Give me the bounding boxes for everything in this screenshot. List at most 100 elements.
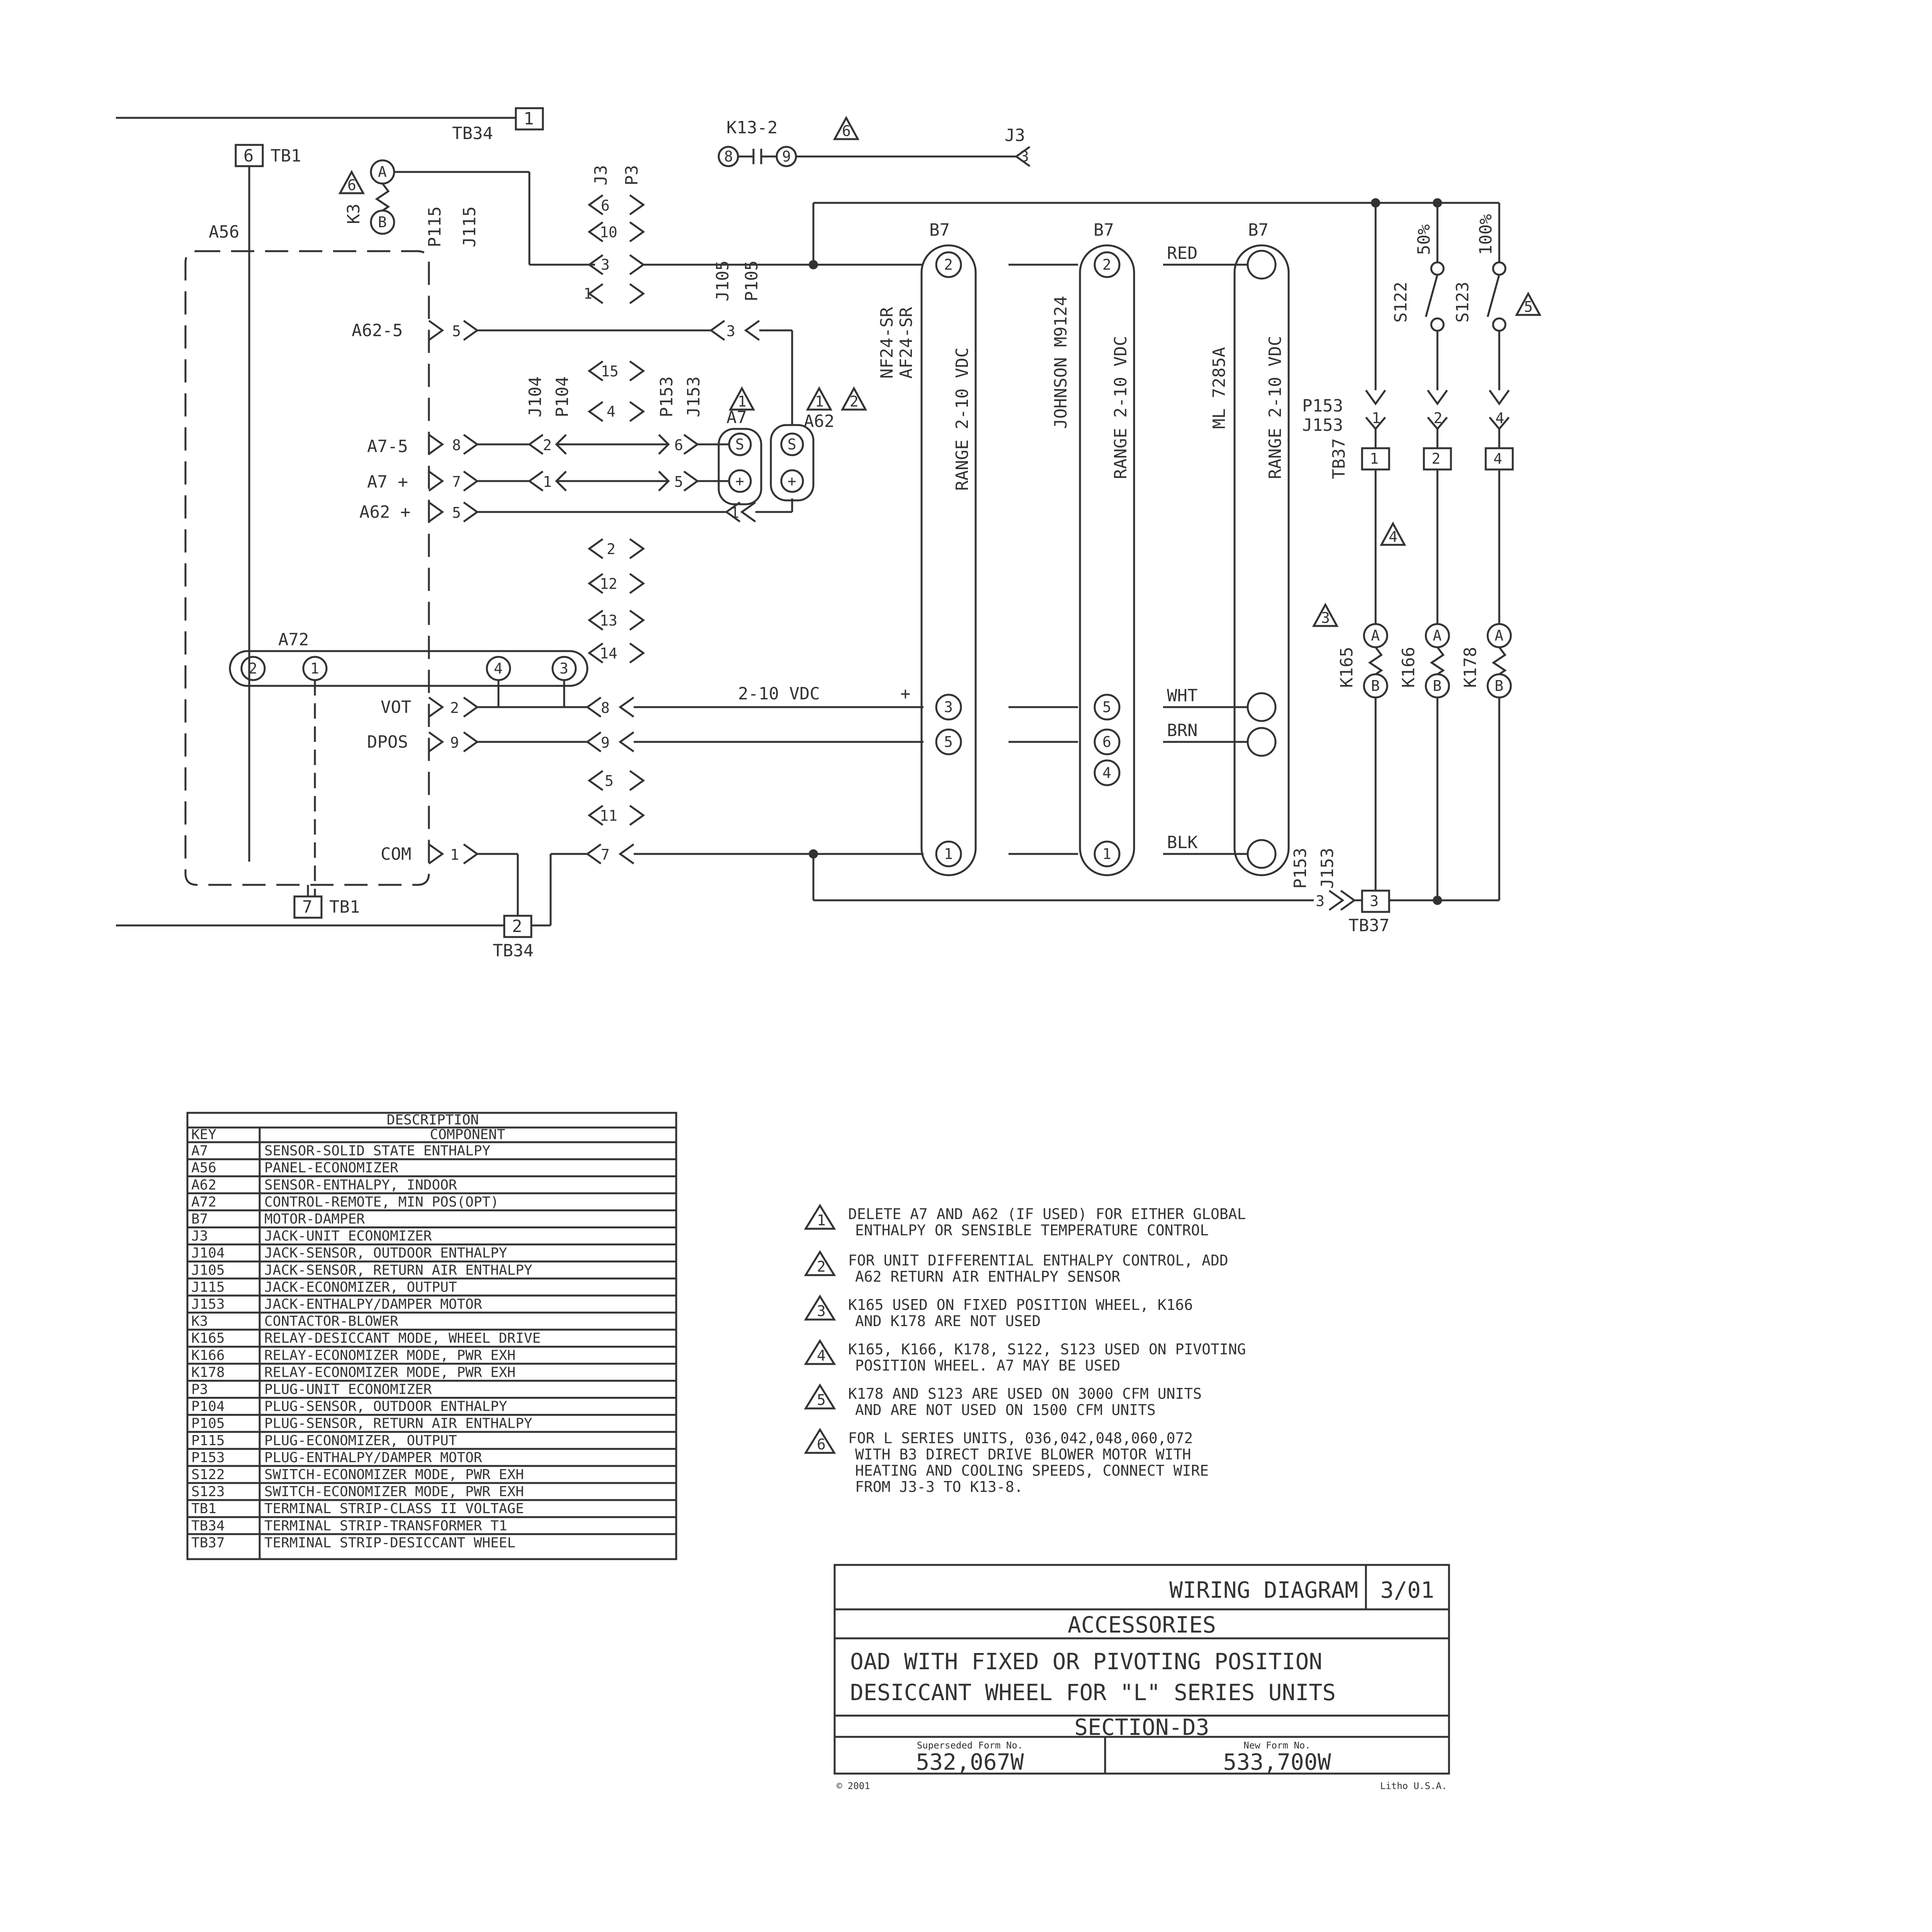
table-cell-key: P3 xyxy=(191,1382,208,1398)
svg-text:50%: 50% xyxy=(1414,224,1434,255)
table-cell-key: J104 xyxy=(191,1245,225,1261)
svg-text:3: 3 xyxy=(601,256,610,273)
svg-text:B: B xyxy=(378,214,387,231)
svg-text:3: 3 xyxy=(1321,609,1330,626)
note-number: 3 xyxy=(817,1303,826,1320)
table-cell-key: P115 xyxy=(191,1433,225,1449)
table-cell-key: K3 xyxy=(191,1313,208,1329)
svg-text:5: 5 xyxy=(452,504,461,521)
main-bus xyxy=(641,198,1500,269)
table-cell-component: RELAY-DESICCANT MODE, WHEEL DRIVE xyxy=(264,1330,541,1346)
b7-motor-johnson: B7 2 5 6 4 1 JOHNSON M9124 RANGE 2-10 VD… xyxy=(1009,220,1135,876)
svg-text:1: 1 xyxy=(944,845,953,862)
svg-text:2: 2 xyxy=(1434,410,1442,427)
table-cell-component: PANEL-ECONOMIZER xyxy=(264,1160,398,1176)
note-text: DELETE A7 AND A62 (IF USED) FOR EITHER G… xyxy=(848,1206,1246,1223)
svg-text:100%: 100% xyxy=(1476,214,1496,255)
svg-text:4: 4 xyxy=(1389,528,1398,545)
superseded-label: Superseded Form No. xyxy=(917,1740,1023,1751)
table-cell-key: K166 xyxy=(191,1347,225,1363)
table-cell-key: J115 xyxy=(191,1279,225,1295)
svg-text:2: 2 xyxy=(248,660,257,677)
svg-text:6: 6 xyxy=(842,122,851,139)
svg-text:2: 2 xyxy=(850,393,859,410)
svg-text:6: 6 xyxy=(243,146,254,166)
svg-text:8: 8 xyxy=(724,148,733,165)
svg-text:TB37: TB37 xyxy=(1349,916,1389,935)
svg-text:4: 4 xyxy=(1102,764,1111,781)
svg-text:11: 11 xyxy=(600,807,617,824)
table-cell-key: J3 xyxy=(191,1228,208,1244)
table-cell-component: JACK-ECONOMIZER, OUTPUT xyxy=(264,1279,457,1295)
svg-text:P153: P153 xyxy=(1302,396,1343,416)
svg-text:A: A xyxy=(1433,627,1442,644)
note-triangle-icon xyxy=(804,1250,836,1276)
svg-text:1: 1 xyxy=(815,393,824,410)
note-text: HEATING AND COOLING SPEEDS, CONNECT WIRE xyxy=(855,1462,1209,1479)
note-number: 5 xyxy=(817,1391,826,1408)
table-cell-key: K165 xyxy=(191,1330,225,1346)
svg-text:2: 2 xyxy=(512,917,522,936)
title-block-date: 3/01 xyxy=(1380,1577,1434,1603)
svg-text:J153: J153 xyxy=(1318,848,1337,889)
svg-text:RANGE 2-10 VDC: RANGE 2-10 VDC xyxy=(1111,336,1131,479)
svg-text:3: 3 xyxy=(726,323,735,340)
svg-text:S122: S122 xyxy=(1391,282,1411,323)
svg-text:K166: K166 xyxy=(1399,647,1418,688)
note-triangle-icon xyxy=(804,1428,836,1454)
svg-text:BLK: BLK xyxy=(1167,833,1198,852)
svg-text:4: 4 xyxy=(1493,450,1502,467)
svg-text:1: 1 xyxy=(583,285,592,302)
j105-p105-connector: J105 P105 A62-5 5 3 xyxy=(352,260,793,425)
note-text: K165, K166, K178, S122, S123 USED ON PIV… xyxy=(848,1341,1246,1358)
table-cell-component: PLUG-ECONOMIZER, OUTPUT xyxy=(264,1433,457,1449)
svg-text:5: 5 xyxy=(1102,699,1111,716)
svg-text:3: 3 xyxy=(560,660,568,677)
note-text: A62 RETURN AIR ENTHALPY SENSOR xyxy=(855,1268,1120,1285)
svg-text:P105: P105 xyxy=(742,260,762,301)
svg-text:3: 3 xyxy=(1316,893,1325,910)
table-cell-component: SWITCH-ECONOMIZER MODE, PWR EXH xyxy=(264,1467,524,1483)
svg-text:K165: K165 xyxy=(1337,647,1357,688)
svg-text:5: 5 xyxy=(452,323,461,340)
a56-panel: A56 P115 J115 xyxy=(184,206,480,886)
title-block-category: ACCESSORIES xyxy=(1068,1612,1216,1638)
svg-text:ML 7285A: ML 7285A xyxy=(1209,347,1229,429)
svg-text:P104: P104 xyxy=(553,376,572,417)
note-text: WITH B3 DIRECT DRIVE BLOWER MOTOR WITH xyxy=(855,1446,1191,1463)
table-cell-component: PLUG-ENTHALPY/DAMPER MOTOR xyxy=(264,1450,482,1466)
svg-text:1: 1 xyxy=(450,846,459,863)
note-text: FROM J3-3 TO K13-8. xyxy=(855,1478,1023,1495)
svg-text:8: 8 xyxy=(601,699,610,716)
svg-text:B: B xyxy=(1433,677,1442,694)
table-cell-key: A62 xyxy=(191,1177,216,1193)
svg-text:P153: P153 xyxy=(657,376,677,417)
title-block-desc1: OAD WITH FIXED OR PIVOTING POSITION xyxy=(850,1648,1322,1675)
note-text: K178 AND S123 ARE USED ON 3000 CFM UNITS xyxy=(848,1385,1202,1402)
table-cell-component: JACK-SENSOR, OUTDOOR ENTHALPY xyxy=(264,1245,507,1261)
svg-text:B7: B7 xyxy=(1094,220,1114,240)
svg-text:4: 4 xyxy=(494,660,503,677)
svg-text:5: 5 xyxy=(605,772,614,789)
svg-text:2: 2 xyxy=(607,541,616,558)
new-form-label: New Form No. xyxy=(1243,1740,1310,1751)
table-cell-component: JACK-SENSOR, RETURN AIR ENTHALPY xyxy=(264,1262,532,1278)
table-cell-component: CONTACTOR-BLOWER xyxy=(264,1313,398,1329)
svg-text:1: 1 xyxy=(738,393,747,410)
svg-text:9: 9 xyxy=(782,148,791,165)
table-title: DESCRIPTION xyxy=(387,1112,479,1128)
svg-text:3: 3 xyxy=(1020,148,1029,165)
table-col-key: KEY xyxy=(191,1127,216,1143)
svg-text:+: + xyxy=(787,473,796,490)
k3-relay: A B K3 6 xyxy=(338,159,595,266)
note-text: K165 USED ON FIXED POSITION WHEEL, K166 xyxy=(848,1296,1193,1313)
svg-text:RED: RED xyxy=(1167,243,1197,263)
note-triangle-icon xyxy=(804,1339,836,1365)
table-cell-component: JACK-UNIT ECONOMIZER xyxy=(264,1228,432,1244)
table-col-component: COMPONENT xyxy=(430,1127,505,1143)
table-cell-key: P104 xyxy=(191,1399,225,1415)
svg-text:1: 1 xyxy=(1102,845,1111,862)
svg-text:K13-2: K13-2 xyxy=(726,118,777,138)
